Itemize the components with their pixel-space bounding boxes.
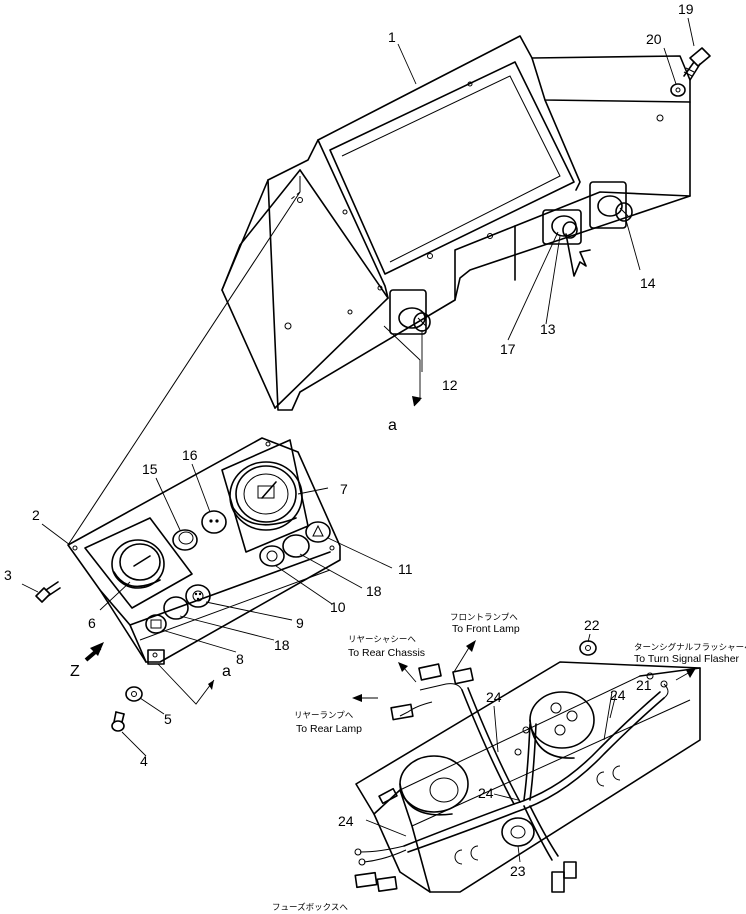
bolt-19 (683, 47, 711, 81)
callout-21: 21 (636, 677, 652, 693)
lamp-18-left (163, 596, 189, 620)
callout-13: 13 (540, 321, 556, 337)
label-turn-signal-jp: ターンシグナルフラッシャーへ (634, 642, 746, 652)
harness-direction-arrows (352, 640, 696, 702)
callout-23: 23 (510, 863, 526, 879)
label-rear-chassis-en: To Rear Chassis (348, 647, 425, 659)
instrument-panel (67, 437, 341, 665)
callout-24-b: 24 (610, 687, 626, 703)
callout-18-right: 18 (366, 583, 382, 599)
view-a-lower: a (222, 663, 231, 680)
switch-14 (597, 195, 633, 222)
callout-24-c: 24 (478, 785, 494, 801)
label-rear-chassis-jp: リヤーシャシーへ (348, 634, 416, 644)
switch-11 (305, 521, 331, 543)
callout-8: 8 (236, 651, 244, 667)
callout-10: 10 (330, 599, 346, 615)
speedometer-7 (229, 461, 303, 531)
callout-12: 12 (442, 377, 458, 393)
switch-9 (185, 584, 211, 608)
callout-2: 2 (32, 507, 40, 523)
view-z-label: Z (70, 663, 80, 680)
gauge-6 (111, 539, 165, 589)
screw-4 (111, 711, 125, 732)
callout-14: 14 (640, 275, 656, 291)
callout-11: 11 (398, 561, 413, 577)
callout-17: 17 (500, 341, 516, 357)
callout-7: 7 (340, 481, 348, 497)
callout-16: 16 (182, 447, 198, 463)
callout-5: 5 (164, 711, 172, 727)
callout-15: 15 (142, 461, 158, 477)
indicator-15 (172, 529, 198, 551)
label-front-lamp-jp: フロントランプへ (450, 612, 518, 622)
wire-bundle (354, 663, 669, 893)
callout-22: 22 (584, 617, 600, 633)
callout-24-d: 24 (338, 813, 354, 829)
leader-lines (21, 17, 695, 863)
callout-6: 6 (88, 615, 96, 631)
callout-20: 20 (646, 31, 662, 47)
callout-19: 19 (678, 1, 694, 17)
switch-8 (145, 614, 167, 634)
callout-numbers: 1 19 20 14 12 13 17 2 3 6 7 15 16 11 18 … (4, 1, 694, 879)
washer-5 (125, 686, 143, 702)
view-a-upper: a (388, 417, 397, 434)
label-fuse-box-jp: フューズボックスへ (272, 902, 348, 912)
callout-18-left: 18 (274, 637, 290, 653)
label-turn-signal-en: To Turn Signal Flasher (634, 653, 740, 665)
callout-4: 4 (140, 753, 148, 769)
callout-24-a: 24 (486, 689, 502, 705)
key-switch-13 (551, 215, 591, 277)
callout-9: 9 (296, 615, 304, 631)
indicator-16 (201, 510, 227, 534)
callout-3: 3 (4, 567, 12, 583)
harness-labels: フロントランプへ To Front Lamp リヤーシャシーへ To Rear … (272, 612, 746, 912)
wiring-harness-base (355, 661, 701, 893)
dashboard-hood (221, 35, 691, 411)
view-reference-lines (67, 176, 422, 705)
callout-1: 1 (388, 29, 396, 45)
switch-10 (259, 545, 285, 567)
label-rear-lamp-jp: リヤーランプへ (294, 710, 354, 720)
label-front-lamp-en: To Front Lamp (452, 623, 520, 635)
z-direction-arrow-icon (84, 642, 104, 662)
grommet-22 (579, 640, 597, 656)
view-reference-letters: a a Z (70, 417, 397, 680)
grommet-23 (501, 817, 535, 847)
lamp-18-right (282, 534, 310, 558)
label-rear-lamp-en: To Rear Lamp (296, 723, 362, 735)
washer-20 (670, 83, 686, 97)
screw-3 (35, 581, 61, 603)
